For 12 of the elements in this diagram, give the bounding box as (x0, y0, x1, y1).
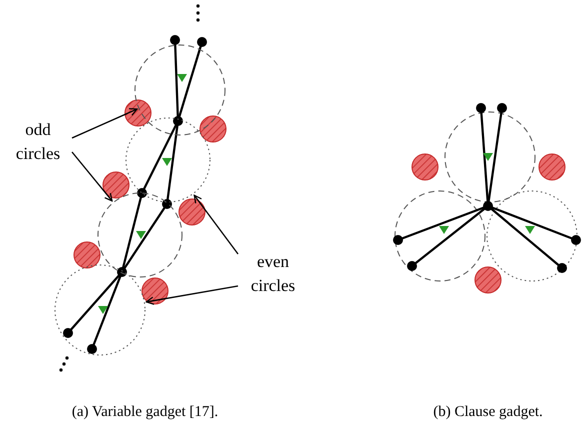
subfigure-caption: (a) Variable gadget [17]. (70, 403, 220, 422)
dotted-circle (54, 264, 146, 356)
leader-arrow (146, 285, 238, 305)
dashed-circle (134, 44, 226, 136)
leader-arrow (194, 194, 239, 254)
subfigure-caption: (b) Clause gadget. (432, 403, 544, 422)
dotted-circle (126, 118, 210, 202)
leader-arrow (72, 152, 113, 202)
circle-group-label: odd circles (8, 118, 68, 166)
circle-group-label: even circles (240, 250, 306, 298)
leader-arrow (72, 108, 138, 139)
dashed-circle (98, 192, 182, 278)
